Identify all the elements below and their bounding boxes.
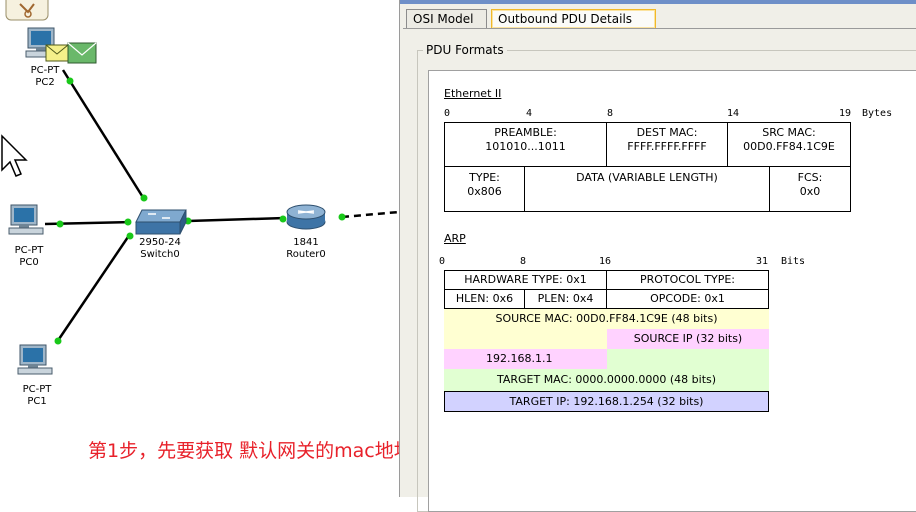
ethernet-scale-0: 0 bbox=[444, 108, 451, 119]
ethernet-src-mac-field: SRC MAC: 00D0.FF84.1C9E bbox=[727, 122, 851, 167]
arp-protocol-type-field: PROTOCOL TYPE: bbox=[606, 270, 769, 290]
fcs-label: FCS: bbox=[797, 171, 823, 184]
device-type-label: PC-PT bbox=[14, 245, 44, 256]
device-type-label: PC-PT bbox=[30, 65, 60, 76]
ethernet-title: Ethernet II bbox=[444, 87, 502, 100]
arp-opcode-field: OPCODE: 0x1 bbox=[606, 289, 769, 309]
arp-source-ip-field: SOURCE IP (32 bits) bbox=[607, 329, 769, 349]
ethernet-dest-mac-field: DEST MAC: FFFF.FFFF.FFFF bbox=[606, 122, 728, 167]
device-name-label: PC0 bbox=[19, 257, 39, 268]
dest-mac-value: FFFF.FFFF.FFFF bbox=[627, 140, 707, 153]
link-light bbox=[124, 218, 132, 226]
ethernet-data-field: DATA (VARIABLE LENGTH) bbox=[524, 166, 770, 212]
partial-device-icon[interactable] bbox=[5, 0, 49, 21]
src-mac-label: SRC MAC: bbox=[762, 126, 816, 139]
device-name-label: Switch0 bbox=[140, 249, 180, 260]
link-switch-router[interactable] bbox=[187, 216, 286, 223]
arp-target-mac-head bbox=[607, 349, 769, 369]
switch0-label[interactable]: 2950-24 Switch0 bbox=[133, 237, 187, 261]
link-light bbox=[279, 215, 287, 223]
arp-hardware-type-field: HARDWARE TYPE: 0x1 bbox=[444, 270, 607, 290]
ethernet-scale-14: 14 bbox=[727, 108, 740, 119]
router0-label[interactable]: 1841 Router0 bbox=[283, 237, 329, 261]
type-label: TYPE: bbox=[469, 171, 500, 184]
ethernet-type-field: TYPE: 0x806 bbox=[444, 166, 525, 212]
ethernet-scale-4: 4 bbox=[526, 108, 533, 119]
topology-canvas[interactable] bbox=[0, 0, 916, 497]
ethernet-scale-unit: Bytes bbox=[862, 108, 893, 119]
arp-scale-0: 0 bbox=[439, 256, 446, 267]
arp-scale-31: 31 bbox=[756, 256, 769, 267]
link-light bbox=[56, 220, 64, 228]
type-value: 0x806 bbox=[467, 185, 502, 198]
pdu-formats-content: Ethernet II 0 4 8 14 19 Bytes PREAMBLE: … bbox=[428, 70, 916, 512]
link-light bbox=[54, 337, 62, 345]
link-lights bbox=[54, 77, 346, 345]
device-name-label: PC1 bbox=[27, 396, 47, 407]
link-pc1-switch[interactable] bbox=[55, 233, 132, 343]
ethernet-preamble-field: PREAMBLE: 101010...1011 bbox=[444, 122, 607, 167]
dest-mac-label: DEST MAC: bbox=[636, 126, 698, 139]
arp-source-ip-value: 192.168.1.1 bbox=[444, 349, 607, 369]
tab-outbound-pdu-details[interactable]: Outbound PDU Details bbox=[491, 9, 656, 28]
device-type-label: 2950-24 bbox=[139, 237, 181, 248]
pc0-icon[interactable] bbox=[8, 204, 44, 235]
pdu-formats-title: PDU Formats bbox=[423, 43, 507, 57]
switch-icon[interactable] bbox=[135, 209, 187, 235]
arp-plen-field: PLEN: 0x4 bbox=[524, 289, 607, 309]
link-light bbox=[66, 77, 74, 85]
device-name-label: Router0 bbox=[286, 249, 326, 260]
pdu-information-panel: OSI Model Outbound PDU Details PDU Forma… bbox=[399, 0, 916, 512]
link-light bbox=[126, 232, 134, 240]
link-router-out[interactable] bbox=[341, 210, 400, 219]
preamble-value: 101010...1011 bbox=[485, 140, 566, 153]
arp-title: ARP bbox=[444, 232, 466, 245]
preamble-label: PREAMBLE: bbox=[494, 126, 557, 139]
device-name-label: PC2 bbox=[35, 77, 55, 88]
ethernet-fcs-field: FCS: 0x0 bbox=[769, 166, 851, 212]
mouse-cursor-icon bbox=[1, 134, 28, 177]
src-mac-value: 00D0.FF84.1C9E bbox=[743, 140, 835, 153]
arp-scale-8: 8 bbox=[520, 256, 527, 267]
arp-target-ip-field: TARGET IP: 192.168.1.254 (32 bits) bbox=[444, 391, 769, 412]
tab-osi-model[interactable]: OSI Model bbox=[406, 9, 487, 28]
arp-source-mac-tail bbox=[444, 329, 607, 349]
tab-divider bbox=[403, 28, 916, 29]
device-type-label: 1841 bbox=[293, 237, 319, 248]
link-light bbox=[140, 194, 148, 202]
router-icon[interactable] bbox=[286, 204, 326, 230]
arp-hlen-field: HLEN: 0x6 bbox=[444, 289, 525, 309]
links bbox=[44, 69, 400, 343]
pc1-icon[interactable] bbox=[17, 344, 53, 375]
arp-target-mac-field: TARGET MAC: 0000.0000.0000 (48 bits) bbox=[444, 369, 769, 391]
envelope-icon[interactable] bbox=[45, 42, 97, 64]
ethernet-scale-8: 8 bbox=[607, 108, 614, 119]
fcs-value: 0x0 bbox=[799, 185, 821, 198]
pc1-label[interactable]: PC-PT PC1 bbox=[17, 384, 57, 408]
device-type-label: PC-PT bbox=[22, 384, 52, 395]
pc0-label[interactable]: PC-PT PC0 bbox=[9, 245, 49, 269]
link-pc2-switch[interactable] bbox=[61, 69, 146, 200]
arp-scale-unit: Bits bbox=[781, 256, 806, 267]
arp-source-mac-field: SOURCE MAC: 00D0.FF84.1C9E (48 bits) bbox=[444, 309, 769, 329]
ethernet-scale-19: 19 bbox=[839, 108, 852, 119]
arp-scale-16: 16 bbox=[599, 256, 612, 267]
window-titlebar[interactable] bbox=[400, 0, 916, 4]
data-label: DATA (VARIABLE LENGTH) bbox=[576, 171, 718, 184]
pc2-label[interactable]: PC-PT PC2 bbox=[25, 65, 65, 89]
link-light bbox=[338, 213, 346, 221]
